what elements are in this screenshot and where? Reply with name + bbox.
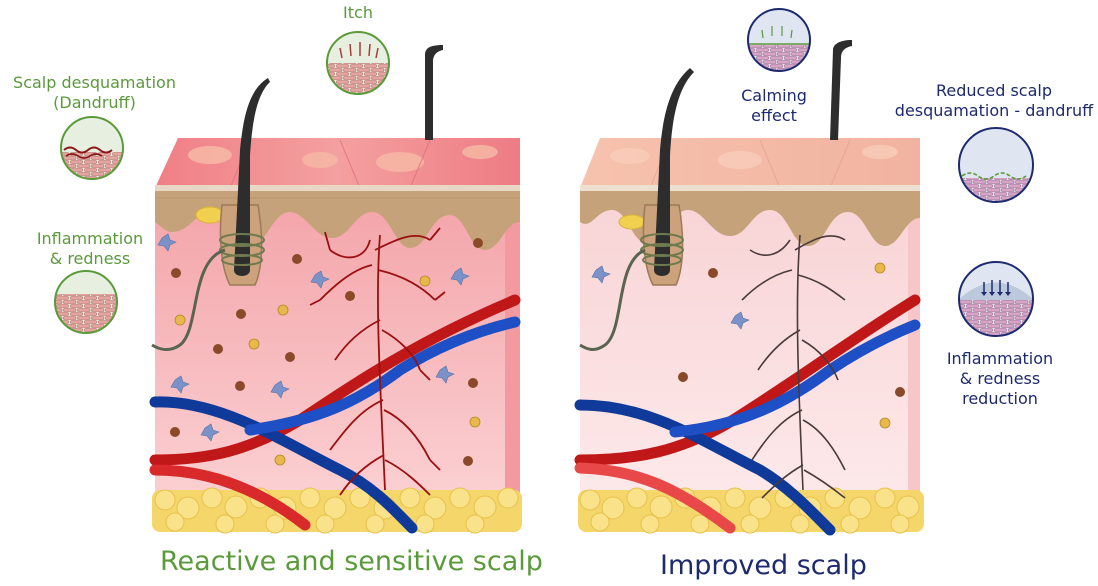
- improved-scalp-caption: Improved scalp: [660, 550, 867, 581]
- calming-label: Calming effect: [724, 86, 824, 126]
- fat-layer-right: [578, 487, 924, 534]
- desquamation-label: Scalp desquamation (Dandruff): [2, 73, 187, 113]
- desquamation-label-line1: Scalp desquamation: [13, 73, 176, 92]
- inflammation-label-line1: Inflammation: [36, 229, 144, 248]
- inflammation-reduction-line1: Inflammation: [946, 349, 1054, 368]
- inflammation-reduction-inset: [958, 261, 1034, 337]
- itch-inset: [326, 31, 390, 95]
- itch-label-text: Itch: [343, 3, 373, 22]
- reactive-scalp-skin-block: [149, 45, 522, 534]
- inflammation-inset: [54, 270, 118, 334]
- inflammatory-cells-left: [157, 233, 483, 466]
- reactive-scalp-caption: Reactive and sensitive scalp: [160, 546, 543, 577]
- inflammation-reduction-line3: reduction: [962, 389, 1038, 408]
- calming-inset: [747, 8, 811, 72]
- reduced-desquamation-line1: Reduced scalp: [936, 81, 1052, 100]
- nerve-network-left: [309, 227, 446, 496]
- reduced-desquamation-label: Reduced scalp desquamation - dandruff: [890, 81, 1098, 121]
- inflammation-reduction-label: Inflammation & redness reduction: [930, 349, 1070, 409]
- inflammation-reduction-line2: & redness: [959, 369, 1041, 388]
- calming-label-line1: Calming: [741, 86, 807, 105]
- inflammation-label-line2: & redness: [49, 249, 131, 268]
- hair-follicle-right: [579, 40, 852, 351]
- blood-vessels-left: [149, 294, 521, 534]
- cells-right: [591, 262, 905, 429]
- reduced-dandruff-inset: [958, 127, 1034, 203]
- hair-follicle-left: [151, 45, 443, 351]
- improved-scalp-skin-block: [574, 40, 924, 536]
- inflammation-label: Inflammation & redness: [20, 229, 160, 269]
- fat-layer-left: [152, 487, 522, 534]
- nerve-network-right: [741, 234, 846, 499]
- dandruff-inset: [60, 116, 124, 180]
- reduced-desquamation-line2: desquamation - dandruff: [894, 101, 1094, 120]
- desquamation-label-line2: (Dandruff): [53, 93, 136, 112]
- calming-label-line2: effect: [751, 106, 797, 125]
- blood-vessels-right: [574, 294, 921, 536]
- itch-label: Itch: [318, 3, 398, 23]
